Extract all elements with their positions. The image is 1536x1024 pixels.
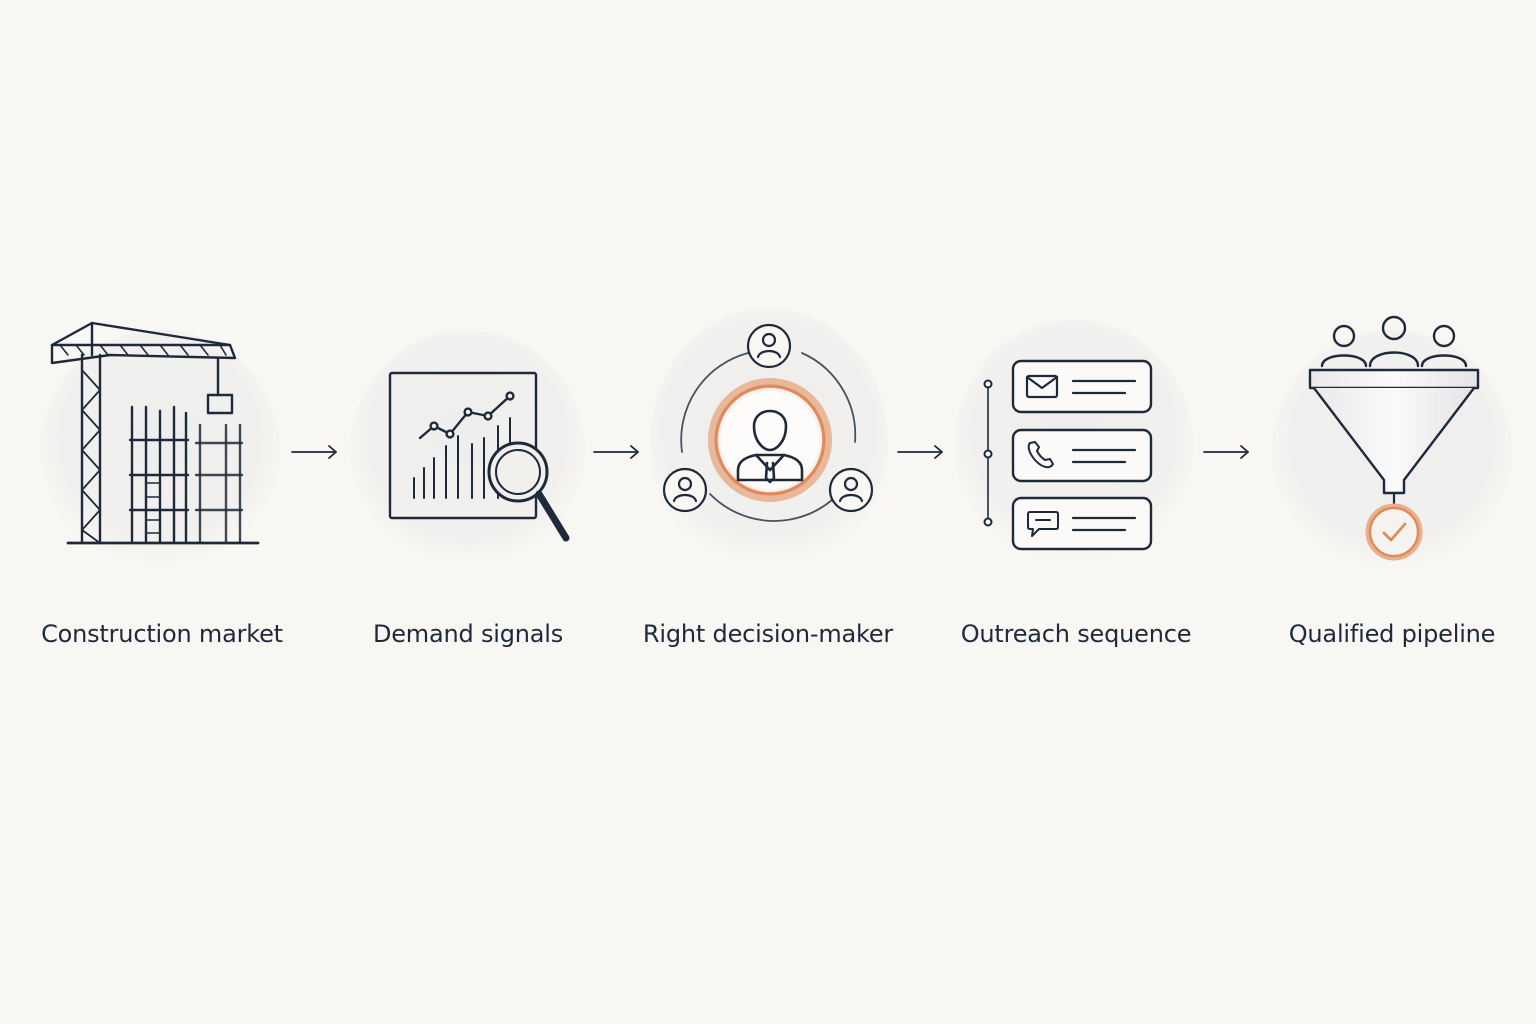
construction-crane-icon <box>40 315 280 555</box>
arrow-right-icon <box>1202 440 1252 464</box>
arrow-right-icon <box>290 440 340 464</box>
arrow-right-icon <box>896 440 946 464</box>
decision-maker-network-icon <box>650 310 890 550</box>
step-label-right-decision-maker: Right decision-maker <box>642 620 894 648</box>
step-label-outreach-sequence: Outreach sequence <box>960 620 1192 648</box>
chart-magnifier-icon <box>380 360 580 550</box>
qualified-funnel-icon <box>1300 310 1490 570</box>
step-label-qualified-pipeline: Qualified pipeline <box>1288 620 1496 648</box>
outreach-channels-icon <box>975 350 1165 560</box>
step-label-construction-market: Construction market <box>41 620 283 648</box>
arrow-right-icon <box>592 440 642 464</box>
step-label-demand-signals: Demand signals <box>372 620 564 648</box>
